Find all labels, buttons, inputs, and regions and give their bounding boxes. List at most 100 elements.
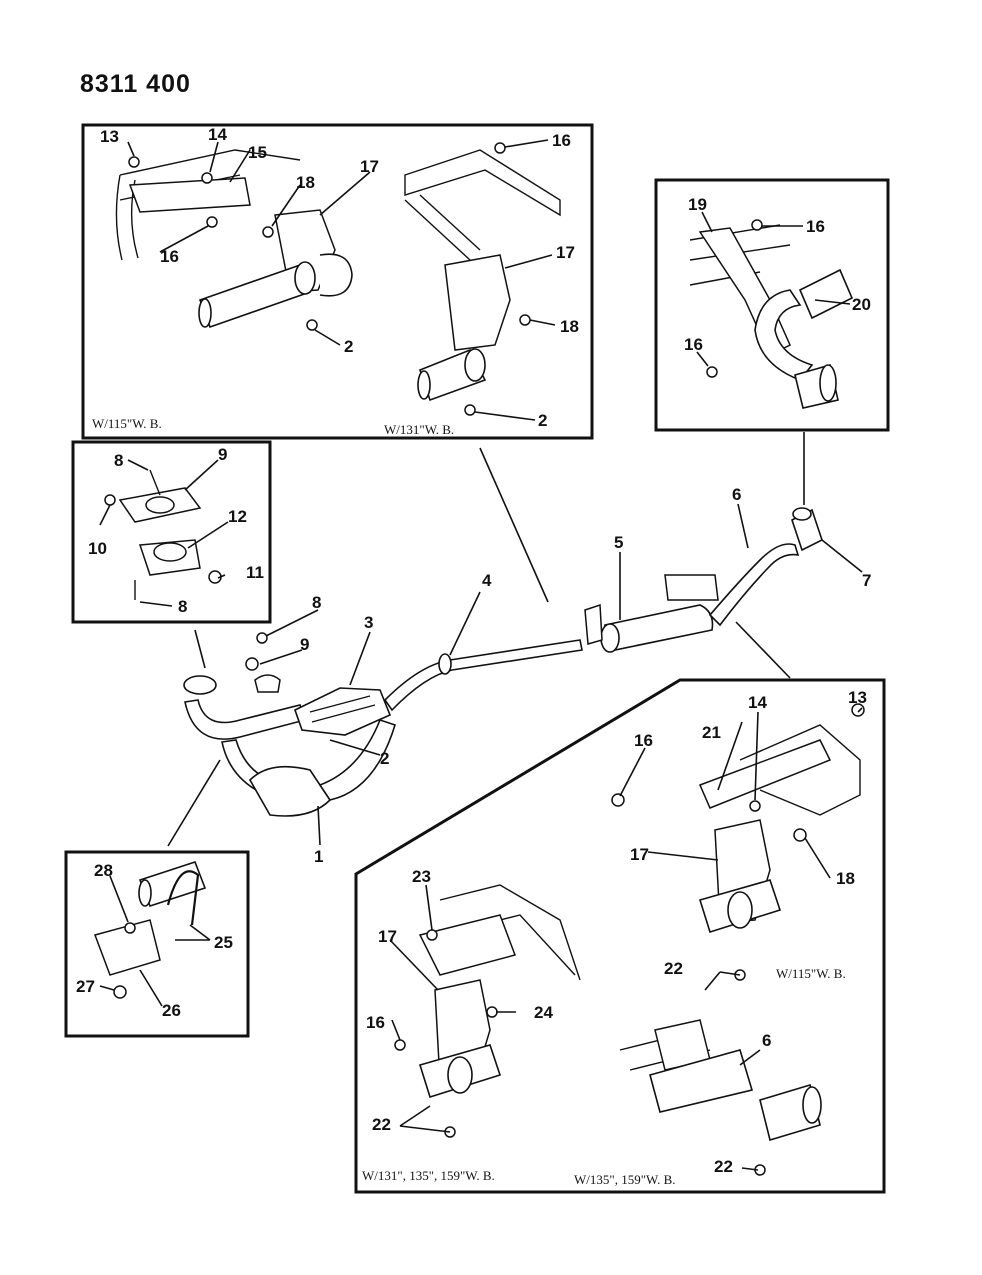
callout-5: 5 [614, 533, 623, 552]
callout-6: 6 [732, 485, 741, 504]
bolt-23 [426, 929, 438, 941]
callout-2: 2 [380, 749, 389, 768]
main-exhaust-assembly: 8 9 3 4 5 6 7 2 1 [183, 485, 871, 866]
callout-16: 16 [634, 731, 653, 750]
bracket-15 [128, 177, 251, 213]
callout-22: 22 [714, 1157, 733, 1176]
rear-hanger [664, 574, 719, 601]
callout-18: 18 [296, 173, 315, 192]
callout-13: 13 [100, 127, 119, 146]
panel-connector-lines [167, 432, 805, 847]
nut-2-a [306, 319, 318, 331]
panel-u-bolt-clamp: 28 25 27 26 [64, 850, 250, 1038]
nut-18-a [262, 226, 274, 238]
bolt-24 [486, 1006, 498, 1018]
callout-17: 17 [378, 927, 397, 946]
nut-2-b [464, 404, 476, 416]
callout-13: 13 [848, 688, 867, 707]
flange-opening [145, 496, 175, 514]
callout-21: 21 [702, 723, 721, 742]
insulator-d [447, 1056, 473, 1094]
panel-tailpipe-end: 19 16 20 16 [654, 178, 890, 432]
panel-flange-joint: 8 9 12 10 11 8 [71, 440, 272, 624]
nut-10 [104, 494, 116, 506]
callout-17: 17 [630, 845, 649, 864]
callout-18: 18 [560, 317, 579, 336]
bolt-14-b [749, 800, 761, 812]
drawing-code: 8311 400 [80, 70, 191, 98]
converter-ribs [309, 695, 376, 723]
bolt-16-d [706, 366, 718, 378]
bolt-14-a [201, 172, 213, 184]
panel-frame [64, 850, 250, 1038]
frame-rail-c [739, 724, 861, 816]
y-pipe-left [184, 699, 307, 740]
callout-2: 2 [344, 337, 353, 356]
callout-9: 9 [218, 445, 227, 464]
frame-crossmember [404, 149, 561, 217]
nut-27 [113, 985, 127, 999]
insulator-c [727, 891, 753, 929]
callout-23: 23 [412, 867, 431, 886]
nut-18-b [519, 314, 531, 326]
wheelbase-note: W/131"W. B. [384, 422, 454, 437]
wheelbase-note: W/115"W. B. [776, 966, 846, 981]
callout-17: 17 [360, 157, 379, 176]
callout-8: 8 [178, 597, 187, 616]
bolt-16-e [611, 793, 625, 807]
callout-16: 16 [684, 335, 703, 354]
callout-22: 22 [372, 1115, 391, 1134]
nut-13-b [851, 703, 865, 717]
callout-24: 24 [534, 1003, 553, 1022]
intermediate-pipe-4 [383, 639, 583, 712]
catalytic-converter-3 [294, 687, 392, 736]
bolt-shafts [134, 469, 161, 600]
wheelbase-note: W/131", 135", 159"W. B. [362, 1168, 495, 1183]
manifold-flange [183, 675, 217, 695]
callout-17: 17 [556, 243, 575, 262]
tailpipe-outlet-detail [802, 1086, 822, 1124]
tailpipe-6 [708, 543, 800, 627]
nut-9 [245, 657, 259, 671]
callout-10: 10 [88, 539, 107, 558]
callout-2: 2 [538, 411, 547, 430]
connector-flange-panel [194, 629, 206, 669]
callout-27: 27 [76, 977, 95, 996]
callout-18: 18 [836, 869, 855, 888]
tailpipe-outlet-main [792, 507, 812, 521]
muffler-end-a [319, 253, 353, 297]
tailpipe-outlet [819, 364, 837, 402]
callout-8: 8 [312, 593, 321, 612]
tailpipe-segment [798, 268, 854, 320]
callout-25: 25 [214, 933, 233, 952]
panel-frame [654, 178, 890, 432]
callout-16: 16 [366, 1013, 385, 1032]
tailpipe-6-detail [649, 1049, 754, 1113]
callout-14: 14 [208, 125, 227, 144]
callout-15: 15 [248, 143, 267, 162]
bracket-23 [418, 914, 516, 976]
bolt-8 [256, 632, 268, 644]
bracket-21 [698, 739, 832, 809]
insulator-b [464, 348, 486, 382]
nut-18-c [793, 828, 807, 842]
callout-16: 16 [160, 247, 179, 266]
callout-14: 14 [748, 693, 767, 712]
panel-rear-hangers-bottom: 14 13 21 16 17 18 22 23 17 24 16 22 6 22… [354, 678, 886, 1194]
y-pipe-rise [318, 719, 396, 801]
pipe-clamp [438, 653, 452, 675]
panel-frame [81, 123, 594, 440]
panel-rear-hangers-top: 13 14 15 18 17 16 2 16 17 18 2 W/115"W. … [81, 123, 594, 440]
callout-12: 12 [228, 507, 247, 526]
flange-clip [254, 674, 281, 693]
callout-6: 6 [762, 1031, 771, 1050]
panel-frame [354, 678, 886, 1194]
callout-7: 7 [862, 571, 871, 590]
callout-20: 20 [852, 295, 871, 314]
wheelbase-note: W/135", 159"W. B. [574, 1172, 676, 1187]
callout-26: 26 [162, 1001, 181, 1020]
tailpipe-end-b [417, 370, 431, 400]
insulator-a [294, 261, 316, 295]
u-bolt-25 [166, 870, 200, 926]
